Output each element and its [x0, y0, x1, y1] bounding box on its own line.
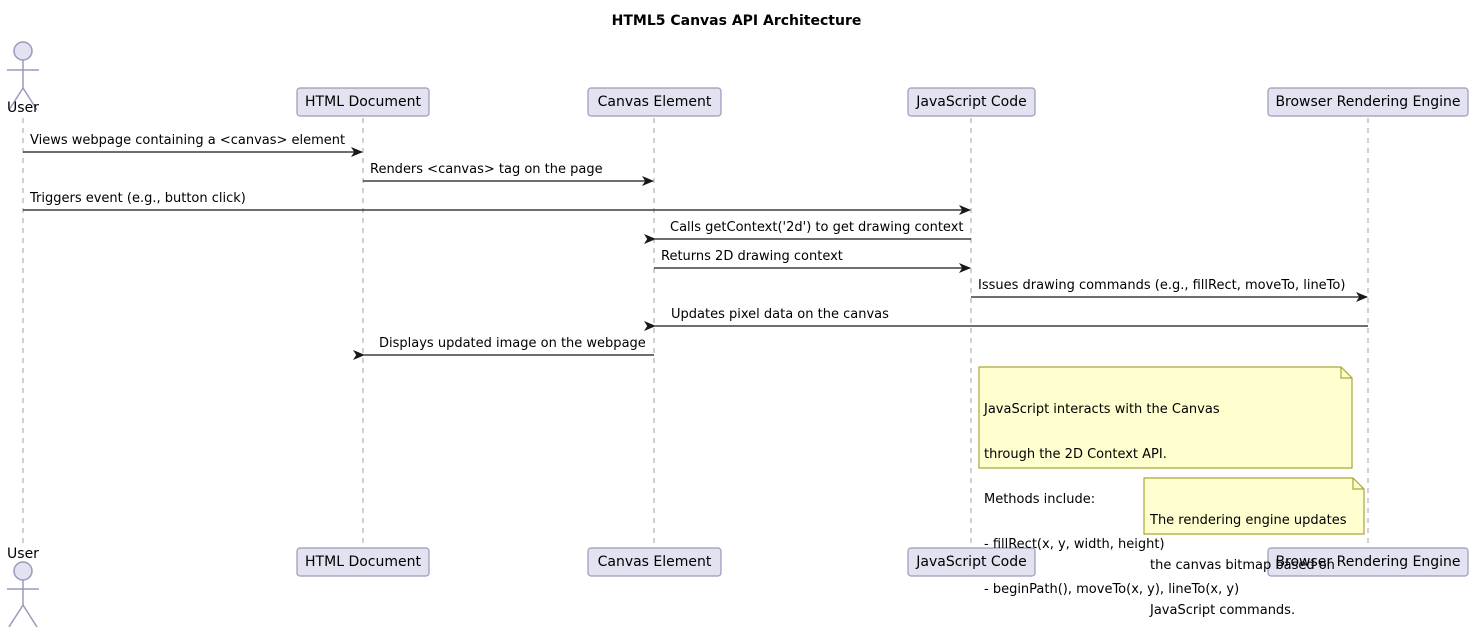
- participant-box-browser-rendering-engine-bottom: [1267, 547, 1469, 577]
- participant-box-javascript-code-bottom: [907, 547, 1036, 577]
- participant-box-canvas-element-top: [587, 87, 722, 117]
- participant-box-html-document-top: [296, 87, 430, 117]
- participant-box-browser-rendering-engine-top: [1267, 87, 1469, 117]
- participant-boxes-bottom: [296, 547, 1469, 577]
- actor-user-bottom: [7, 561, 39, 627]
- participant-box-javascript-code-top: [907, 87, 1036, 117]
- actor-user-top: [7, 41, 39, 111]
- participant-box-canvas-element-bottom: [587, 547, 722, 577]
- participant-boxes-top: [296, 87, 1469, 117]
- message-arrows: [23, 147, 1368, 360]
- page-title: HTML5 Canvas API Architecture: [611, 13, 862, 29]
- note-rendering-engine-bitmap-shape: [1143, 477, 1365, 535]
- participant-box-html-document-bottom: [296, 547, 430, 577]
- note-canvas-2d-context-api-shape: [978, 366, 1353, 469]
- lifelines-group: [22, 118, 1369, 546]
